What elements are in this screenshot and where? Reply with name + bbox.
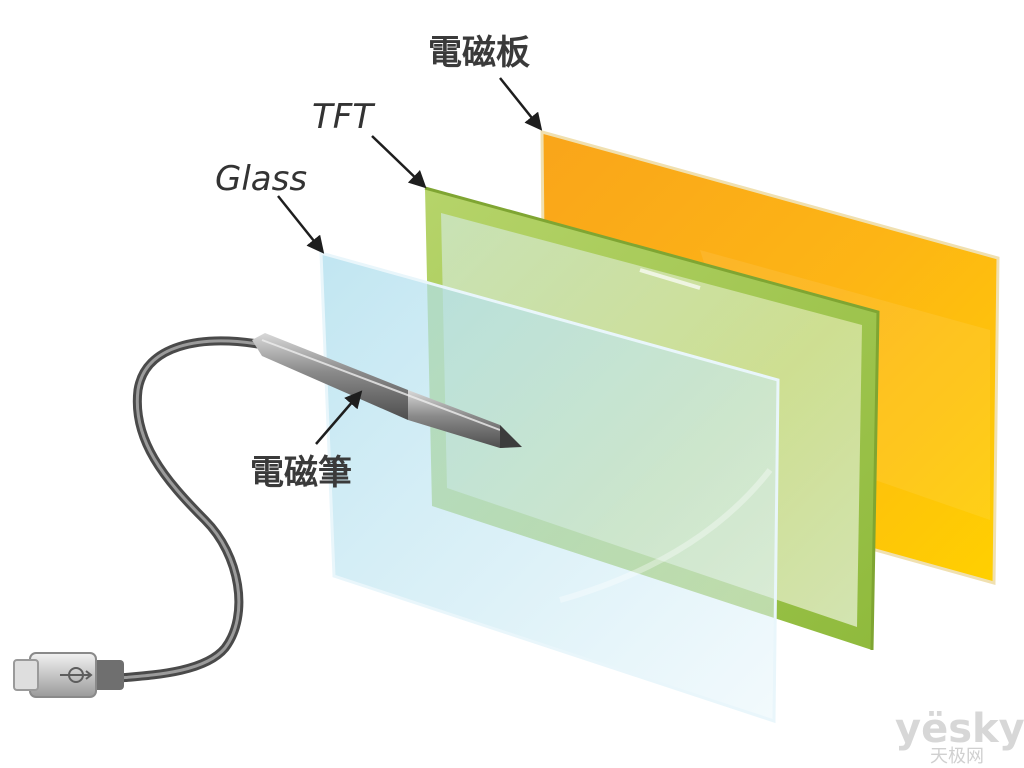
usb-icon — [60, 667, 93, 683]
arrow-tft — [371, 135, 427, 189]
label-tft: TFT — [312, 97, 375, 137]
watermark-brand: yësky — [895, 706, 1024, 752]
label-magnetic-pen: 電磁筆 — [250, 453, 352, 493]
usb-plug — [13, 652, 124, 698]
label-arrows — [277, 77, 543, 445]
arrow-magnetic-pen — [315, 390, 363, 445]
watermark-sub: 天极网 — [930, 746, 984, 767]
watermark-logo: yësky 天极网 — [895, 706, 1024, 767]
arrow-glass — [277, 195, 325, 254]
arrow-magnetic-board — [499, 77, 543, 131]
label-magnetic-board: 電磁板 — [428, 33, 530, 73]
magnetic-pen — [252, 333, 522, 448]
label-glass: Glass — [215, 159, 307, 199]
pen-cable — [115, 336, 263, 683]
glass-layer — [319, 251, 780, 724]
